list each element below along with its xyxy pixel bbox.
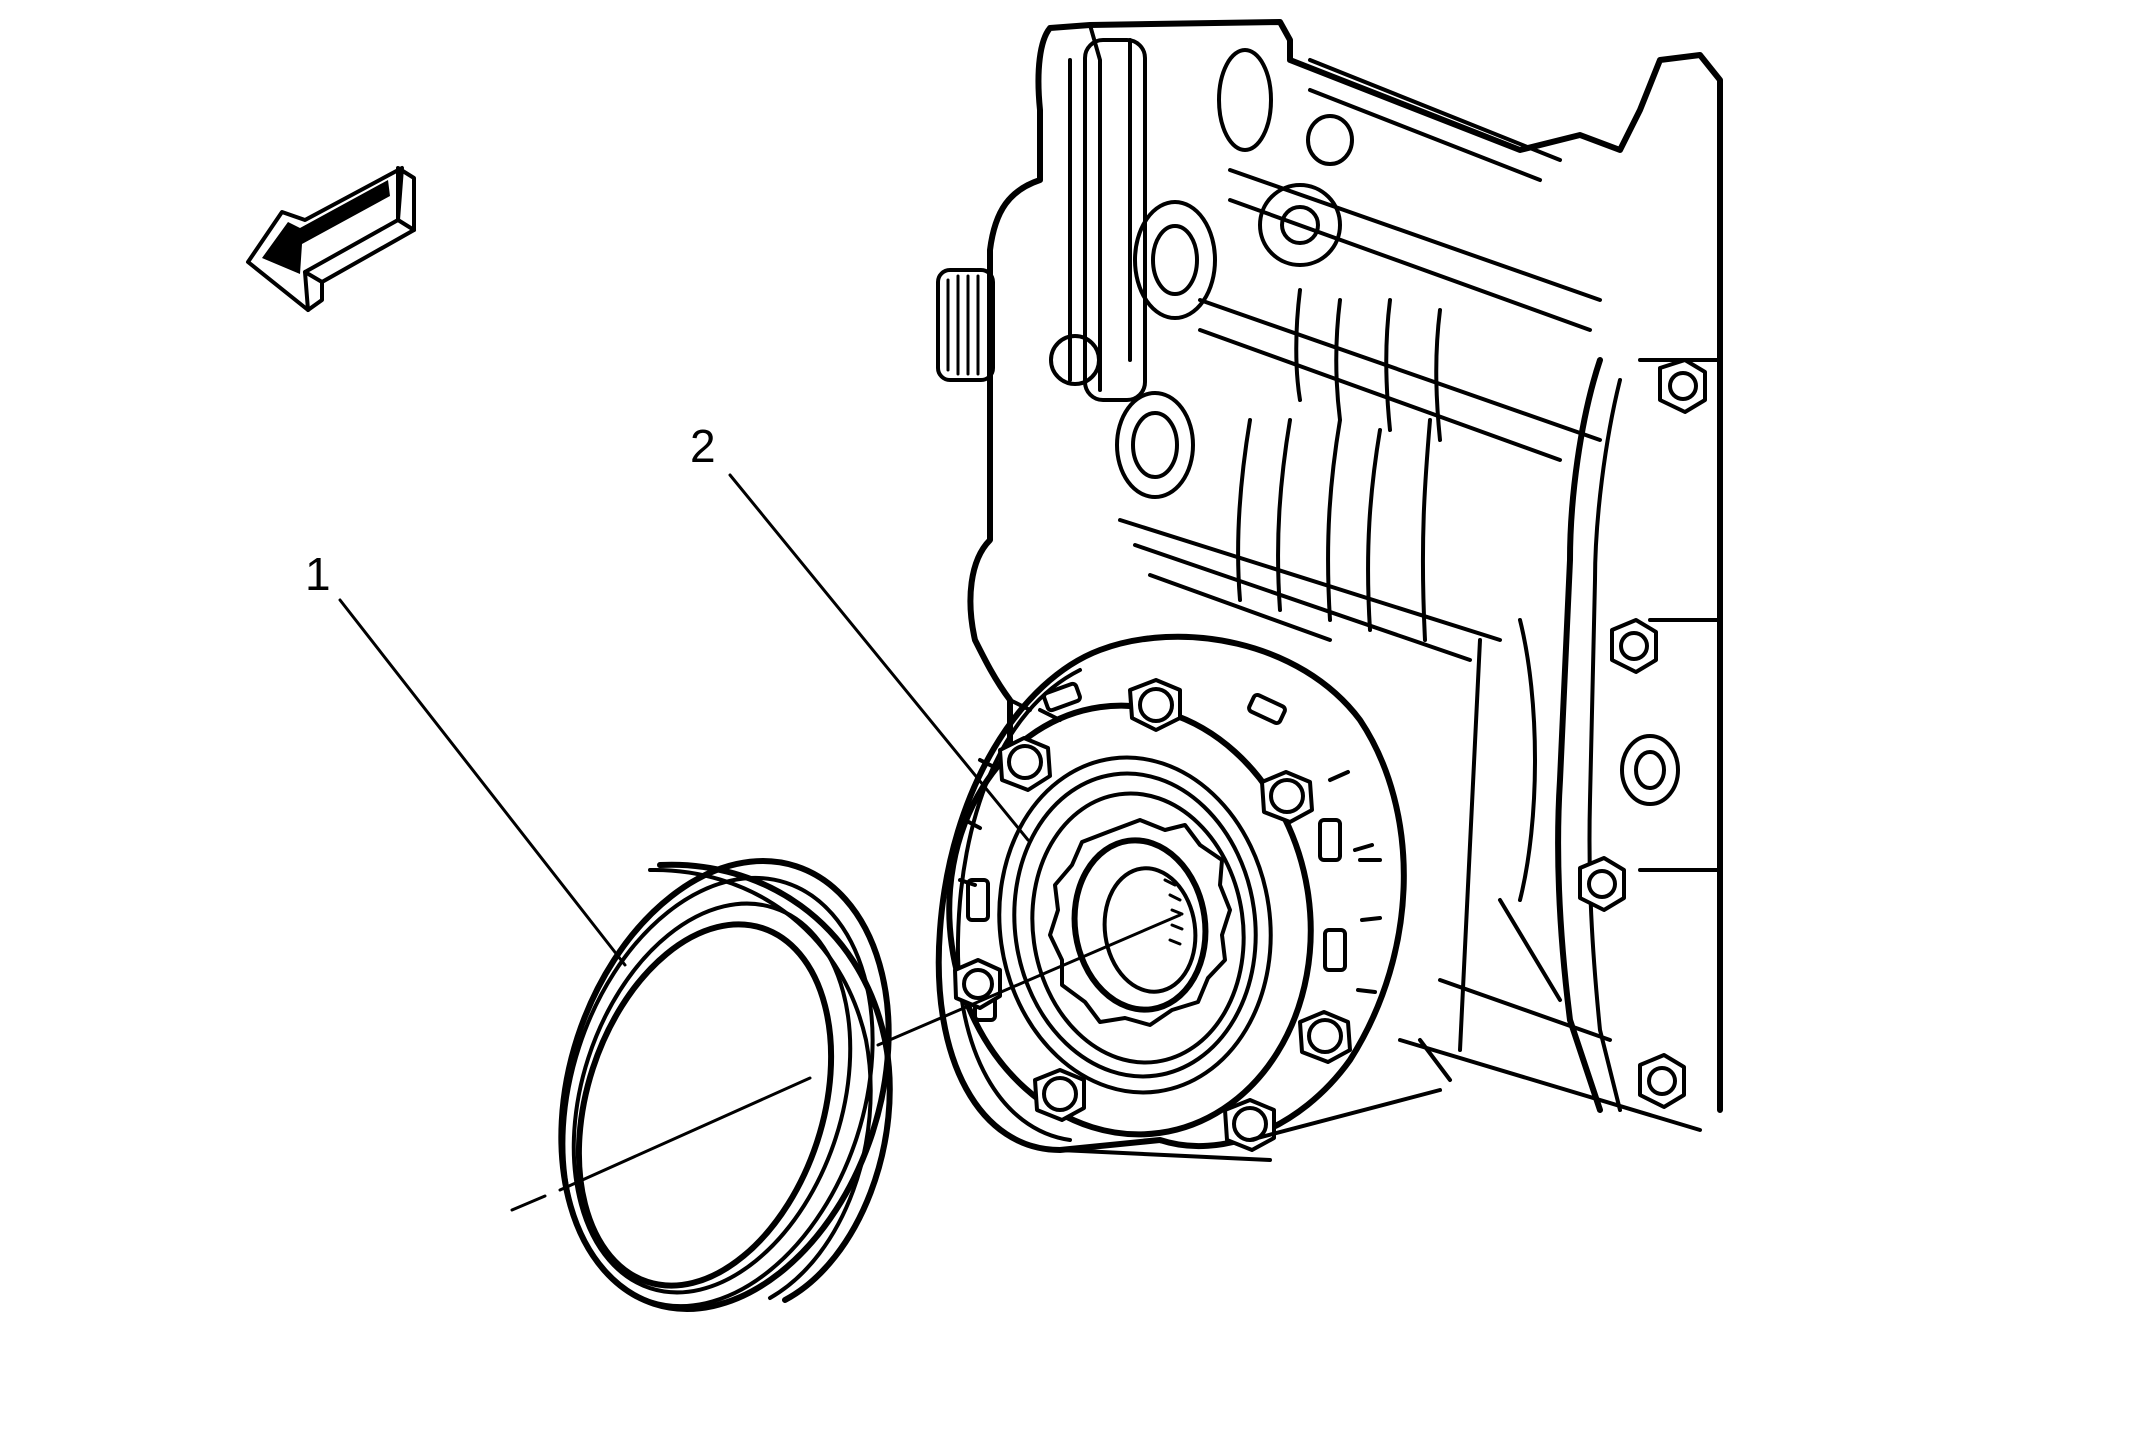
transfer-case-housing-icon [936,19,1723,1132]
view-direction-arrow-icon [246,166,416,312]
callout-label-2: 2 [690,420,716,472]
centerline [510,913,1182,1212]
leader-line-1 [338,598,627,967]
oil-seal-ring-icon [558,858,893,1312]
leader-line-2 [728,473,1030,842]
output-flange-icon [935,633,1452,1162]
callout-label-1: 1 [305,548,331,600]
